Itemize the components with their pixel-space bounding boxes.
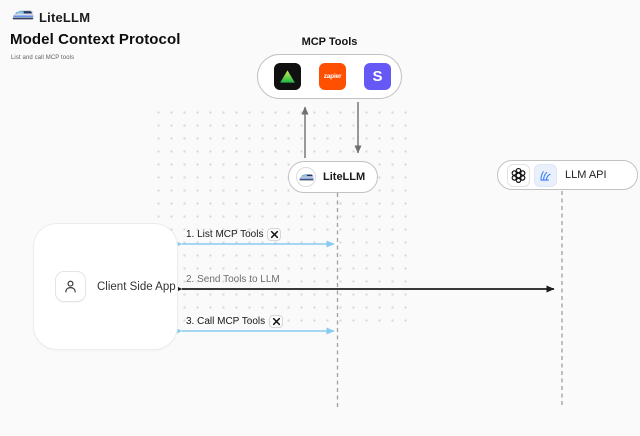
edge-2-label: 2. Send Tools to LLM (186, 274, 280, 285)
edge-3-label-row: 3. Call MCP Tools (186, 315, 284, 328)
tools-icon (269, 315, 284, 328)
client-side-app-node: Client Side App (33, 223, 178, 350)
llm-provider-icon (534, 163, 557, 187)
client-side-app-label: Client Side App (97, 280, 176, 293)
brand: LiteLLM (12, 7, 90, 27)
llm-api-node: LLM API (497, 160, 638, 190)
litellm-train-icon (12, 7, 34, 27)
edge-2-label-row: 2. Send Tools to LLM (186, 274, 280, 285)
litellm-node-label: LiteLLM (323, 171, 366, 183)
brand-name: LiteLLM (39, 9, 91, 25)
edge-1-label-row: 1. List MCP Tools (186, 228, 282, 241)
dot-grid-background (152, 106, 410, 322)
stripe-icon: S (364, 63, 391, 90)
stripe-letter: S (372, 68, 383, 85)
edge-3-label: 3. Call MCP Tools (186, 316, 266, 327)
green-triangle-tool-icon (274, 63, 301, 90)
litellm-train-icon (296, 167, 316, 187)
tools-icon (267, 228, 282, 241)
page-subtitle: List and call MCP tools (11, 55, 75, 61)
zapier-wordmark: zapier (323, 73, 342, 80)
page-title: Model Context Protocol (10, 31, 181, 48)
litellm-node: LiteLLM (288, 161, 378, 193)
person-icon (55, 271, 86, 302)
edge-1-label: 1. List MCP Tools (186, 229, 264, 240)
llm-api-node-label: LLM API (565, 169, 607, 181)
mcp-tools-label: MCP Tools (301, 36, 358, 48)
zapier-icon: zapier (319, 63, 346, 90)
mcp-tools-box: zapier S (257, 54, 402, 99)
openai-icon (507, 163, 530, 187)
